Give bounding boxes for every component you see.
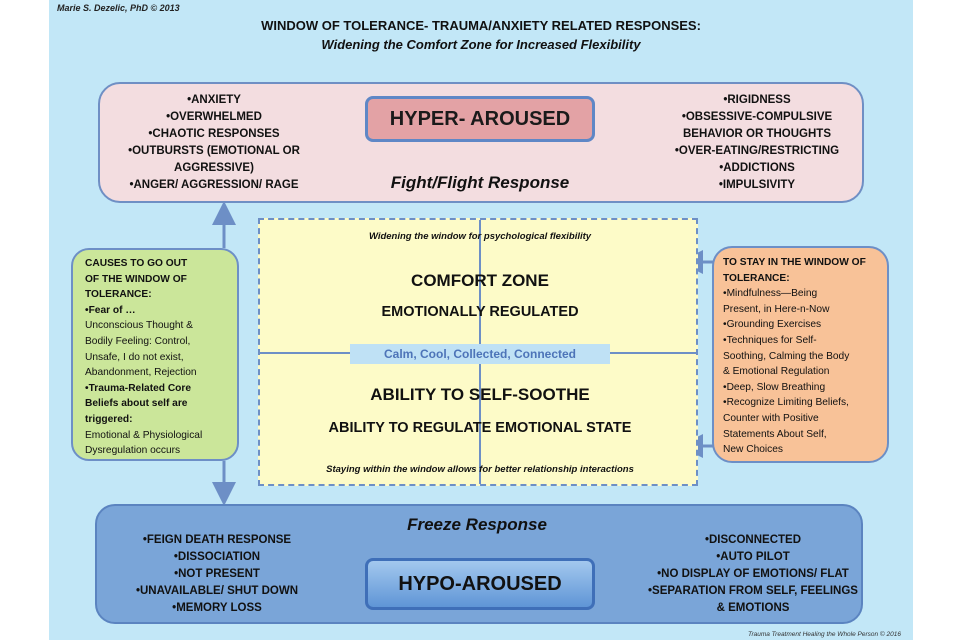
hyper-left-list: •ANXIETY •OVERWHELMED •CHAOTIC RESPONSES… [116,92,312,194]
fear-detail: Unconscious Thought & [85,320,193,332]
comfort-zone-label: COMFORT ZONE [411,271,549,290]
list-item: •OVER-EATING/RESTRICTING [674,145,840,157]
staying-note: Staying within the window allows for bet… [326,464,634,475]
list-item: •Grounding Exercises [723,319,822,331]
list-item: •CHAOTIC RESPONSES [148,128,280,140]
freeze-response-label: Freeze Response [407,515,547,534]
list-item: •OBSESSIVE-COMPULSIVE [681,111,833,123]
list-item: •Deep, Slow Breathing [723,381,826,393]
causes-heading: OF THE WINDOW OF [85,273,187,285]
list-item: •ANGER/ AGGRESSION/ RAGE [129,179,299,191]
list-item: & Emotional Regulation [723,366,830,378]
list-item: •NOT PRESENT [174,568,260,580]
core-belief-item: triggered: [85,413,133,425]
hyper-right-list: •RIGIDNESS •OBSESSIVE-COMPULSIVE BEHAVIO… [660,92,854,194]
fear-item: •Fear of … [85,304,136,316]
core-belief-item: Beliefs about self are [85,398,188,410]
list-item: BEHAVIOR OR THOUGHTS [682,128,831,140]
stay-heading: TOLERANCE: [723,272,790,284]
list-item: AGGRESSIVE) [174,162,254,174]
list-item: Statements About Self, [723,428,827,440]
list-item: Present, in Here-n-Now [723,303,830,315]
hyper-aroused-label: HYPER- AROUSED [365,96,595,142]
page-subtitle: Widening the Comfort Zone for Increased … [321,37,641,52]
list-item: •AUTO PILOT [716,551,790,563]
causes-panel: CAUSES TO GO OUT OF THE WINDOW OF TOLERA… [71,248,239,461]
fear-detail: Unsafe, I do not exist, [85,351,184,363]
hypo-right-list: •DISCONNECTED •AUTO PILOT •NO DISPLAY OF… [645,532,861,617]
dysregulation-detail: Dysregulation occurs [85,445,181,457]
fear-detail: Bodily Feeling: Control, [85,335,191,347]
list-item: •Recognize Limiting Beliefs, [723,397,849,409]
list-item: •NO DISPLAY OF EMOTIONS/ FLAT [657,568,849,580]
comfort-zone-window: Widening the window for psychological fl… [258,218,698,486]
self-soothe-label: ABILITY TO SELF-SOOTHE [370,385,590,404]
list-item: •FEIGN DEATH RESPONSE [142,534,292,546]
list-item: New Choices [723,444,784,456]
list-item: •IMPULSIVITY [718,179,796,191]
regulate-state-label: ABILITY TO REGULATE EMOTIONAL STATE [328,420,632,436]
hypo-left-list: •FEIGN DEATH RESPONSE •DISSOCIATION •NOT… [117,532,317,617]
calm-banner: Calm, Cool, Collected, Connected [350,344,610,364]
list-item: •Mindfulness—Being [723,288,818,300]
list-item: •ANXIETY [187,94,241,106]
hypo-aroused-panel: Freeze Response •FEIGN DEATH RESPONSE •D… [95,504,863,624]
stay-heading: TO STAY IN THE WINDOW OF [723,257,866,268]
footer-credit: Trauma Treatment Healing the Whole Perso… [747,631,901,638]
emotionally-regulated-label: EMOTIONALLY REGULATED [381,304,579,320]
hypo-aroused-label: HYPO-AROUSED [365,558,595,610]
causes-heading: CAUSES TO GO OUT [85,258,188,269]
diagram-canvas: Marie S. Dezelic, PhD © 2013 WINDOW OF T… [49,0,913,640]
fear-detail: Abandonment, Rejection [85,367,197,379]
stay-in-window-panel: TO STAY IN THE WINDOW OF TOLERANCE: •Min… [712,246,889,463]
list-item: •RIGIDNESS [723,94,791,106]
dysregulation-detail: Emotional & Physiological [85,429,203,441]
fight-flight-label: Fight/Flight Response [390,173,570,192]
list-item: •DISSOCIATION [173,551,261,563]
list-item: •UNAVAILABLE/ SHUT DOWN [135,585,299,597]
list-item: Soothing, Calming the Body [723,350,850,362]
widening-note: Widening the window for psychological fl… [368,231,592,242]
list-item: •SEPARATION FROM SELF, FEELINGS [648,585,858,597]
list-item: & EMOTIONS [716,602,790,614]
list-item: •MEMORY LOSS [172,602,262,614]
author-credit: Marie S. Dezelic, PhD © 2013 [57,3,180,13]
list-item: •ADDICTIONS [719,162,795,174]
hyper-aroused-panel: •ANXIETY •OVERWHELMED •CHAOTIC RESPONSES… [98,82,864,203]
list-item: Counter with Positive [723,412,819,424]
list-item: •OUTBURSTS (EMOTIONAL OR [128,145,300,157]
page-title: WINDOW OF TOLERANCE- TRAUMA/ANXIETY RELA… [261,18,701,33]
list-item: •Techniques for Self- [723,334,817,346]
list-item: •DISCONNECTED [704,534,802,546]
core-belief-item: •Trauma-Related Core [85,382,192,394]
causes-heading: TOLERANCE: [85,289,152,301]
list-item: •OVERWHELMED [166,111,262,123]
